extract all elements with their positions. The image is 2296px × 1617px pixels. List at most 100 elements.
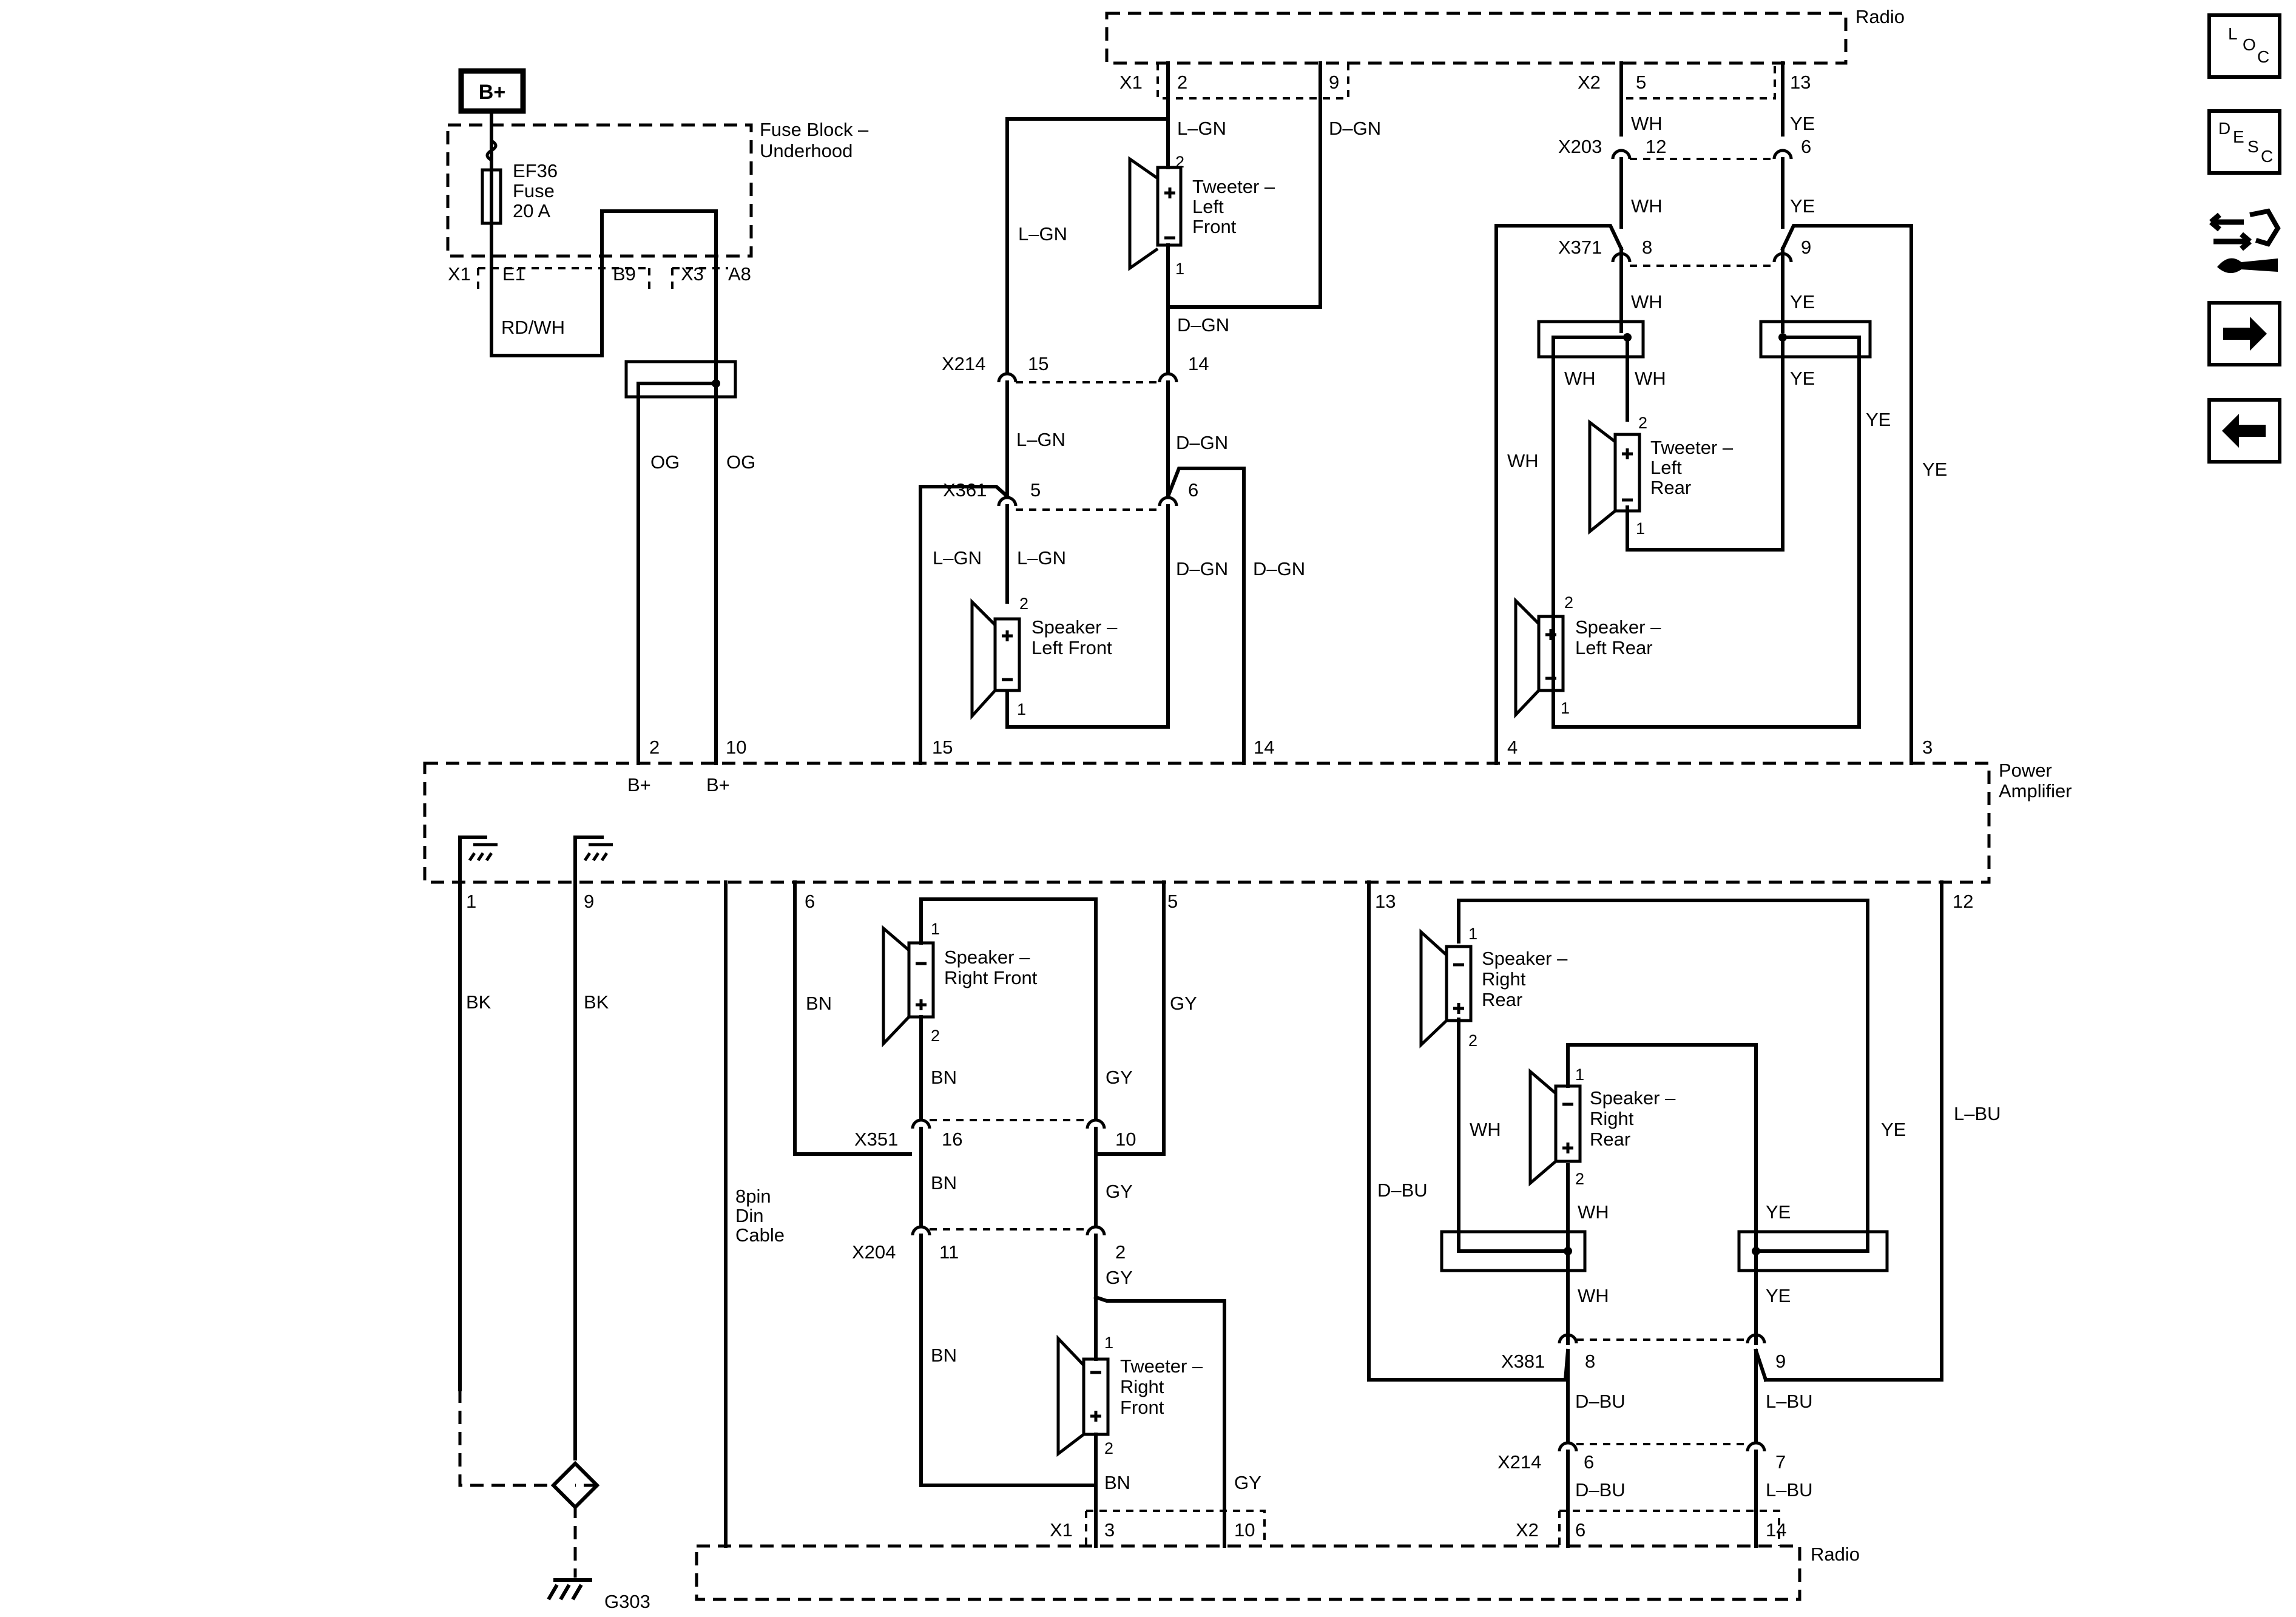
svg-text:Right: Right — [1120, 1376, 1164, 1397]
arrow-left-icon — [2222, 414, 2266, 448]
svg-text:WH: WH — [1507, 450, 1539, 471]
din-cable-label: 8pin — [735, 1186, 771, 1207]
svg-text:1: 1 — [1575, 1065, 1584, 1084]
svg-text:YE: YE — [1766, 1201, 1791, 1223]
svg-text:X2: X2 — [1578, 72, 1601, 93]
svg-text:D–GN: D–GN — [1176, 558, 1228, 579]
connector-swap-icon[interactable] — [2207, 204, 2281, 283]
svg-text:1: 1 — [1175, 260, 1184, 278]
svg-text:12: 12 — [1646, 136, 1666, 157]
svg-text:1: 1 — [1468, 925, 1477, 943]
svg-text:WH: WH — [1470, 1119, 1501, 1140]
svg-text:9: 9 — [584, 891, 594, 912]
svg-text:5: 5 — [1167, 891, 1178, 912]
svg-text:9: 9 — [1801, 237, 1811, 258]
svg-text:11: 11 — [939, 1241, 959, 1263]
svg-text:B9: B9 — [613, 263, 636, 285]
svg-text:X1: X1 — [448, 263, 471, 285]
svg-text:X2: X2 — [1516, 1519, 1539, 1541]
svg-text:Radio: Radio — [1811, 1544, 1860, 1565]
svg-text:13: 13 — [1790, 72, 1811, 93]
previous-page-button[interactable] — [2207, 398, 2281, 464]
svg-text:6: 6 — [1584, 1451, 1594, 1473]
radio-top — [1105, 12, 1848, 65]
svg-text:L–BU: L–BU — [1954, 1103, 2001, 1124]
svg-text:2: 2 — [1468, 1031, 1477, 1050]
svg-text:D–BU: D–BU — [1575, 1479, 1626, 1501]
svg-text:WH: WH — [1564, 368, 1596, 389]
svg-text:WH: WH — [1635, 368, 1666, 389]
arrow-right-icon — [2223, 317, 2267, 351]
svg-text:Right Front: Right Front — [944, 967, 1038, 988]
speaker-right-front — [882, 925, 935, 1048]
description-button[interactable]: D E S C — [2207, 109, 2281, 175]
svg-text:B+: B+ — [479, 81, 505, 104]
svg-text:X381: X381 — [1501, 1351, 1545, 1372]
svg-text:3: 3 — [1104, 1519, 1115, 1541]
svg-text:BK: BK — [466, 991, 491, 1013]
svg-text:1: 1 — [931, 920, 940, 938]
svg-text:A8: A8 — [728, 263, 751, 285]
svg-text:10: 10 — [1234, 1519, 1255, 1541]
svg-text:Tweeter –: Tweeter – — [1192, 176, 1275, 197]
svg-text:Rear: Rear — [1590, 1129, 1630, 1150]
svg-text:D–GN: D–GN — [1329, 118, 1381, 139]
next-page-button[interactable] — [2207, 301, 2281, 366]
svg-text:Left Front: Left Front — [1032, 637, 1112, 658]
svg-text:20 A: 20 A — [513, 200, 550, 221]
svg-text:X361: X361 — [943, 479, 987, 501]
svg-text:X214: X214 — [942, 353, 985, 374]
svg-text:15: 15 — [1028, 353, 1048, 374]
svg-text:BN: BN — [931, 1067, 957, 1088]
svg-text:X371: X371 — [1558, 237, 1602, 258]
svg-text:Speaker –: Speaker – — [1482, 948, 1568, 969]
svg-text:2: 2 — [649, 737, 660, 758]
svg-text:X203: X203 — [1558, 136, 1602, 157]
svg-text:X1: X1 — [1050, 1519, 1073, 1541]
svg-text:1: 1 — [1104, 1334, 1113, 1352]
svg-text:15: 15 — [932, 737, 953, 758]
svg-text:1: 1 — [1561, 699, 1570, 717]
svg-text:10: 10 — [1115, 1129, 1136, 1150]
svg-text:L–GN: L–GN — [1177, 118, 1226, 139]
svg-text:10: 10 — [726, 737, 746, 758]
svg-text:Power: Power — [1999, 760, 2052, 781]
svg-text:14: 14 — [1766, 1519, 1786, 1541]
svg-text:X1: X1 — [1119, 72, 1143, 93]
svg-text:Fuse: Fuse — [513, 180, 555, 201]
speaker-left-front — [970, 598, 1021, 720]
tweeter-left-front — [1128, 156, 1183, 271]
svg-text:5: 5 — [1030, 479, 1041, 501]
fuse-block-underhood — [446, 123, 753, 258]
svg-text:13: 13 — [1375, 891, 1396, 912]
svg-text:2: 2 — [1115, 1241, 1126, 1263]
svg-text:GY: GY — [1170, 993, 1197, 1014]
svg-text:D–GN: D–GN — [1176, 432, 1228, 453]
svg-text:X204: X204 — [852, 1241, 896, 1263]
svg-text:6: 6 — [1801, 136, 1811, 157]
wire-label: RD/WH — [501, 317, 565, 338]
svg-text:YE: YE — [1881, 1119, 1906, 1140]
svg-text:Right: Right — [1590, 1108, 1634, 1129]
svg-text:WH: WH — [1578, 1285, 1609, 1306]
svg-text:Left: Left — [1650, 457, 1682, 478]
location-button[interactable]: L O C — [2207, 13, 2281, 79]
svg-text:Left Rear: Left Rear — [1575, 637, 1653, 658]
svg-text:YE: YE — [1790, 368, 1815, 389]
svg-text:L–GN: L–GN — [1016, 429, 1065, 450]
svg-text:BN: BN — [1104, 1472, 1130, 1493]
svg-text:12: 12 — [1953, 891, 1973, 912]
svg-text:9: 9 — [1775, 1351, 1786, 1372]
svg-text:GY: GY — [1106, 1181, 1133, 1202]
svg-text:2: 2 — [1638, 414, 1647, 432]
ground-symbol — [573, 836, 613, 884]
svg-text:Left: Left — [1192, 196, 1224, 217]
svg-text:Speaker –: Speaker – — [944, 947, 1030, 968]
svg-text:YE: YE — [1790, 113, 1815, 134]
svg-text:D–GN: D–GN — [1177, 314, 1229, 336]
svg-text:WH: WH — [1578, 1201, 1609, 1223]
svg-text:GY: GY — [1234, 1472, 1261, 1493]
svg-text:L–BU: L–BU — [1766, 1479, 1813, 1501]
svg-text:Amplifier: Amplifier — [1999, 780, 2072, 802]
